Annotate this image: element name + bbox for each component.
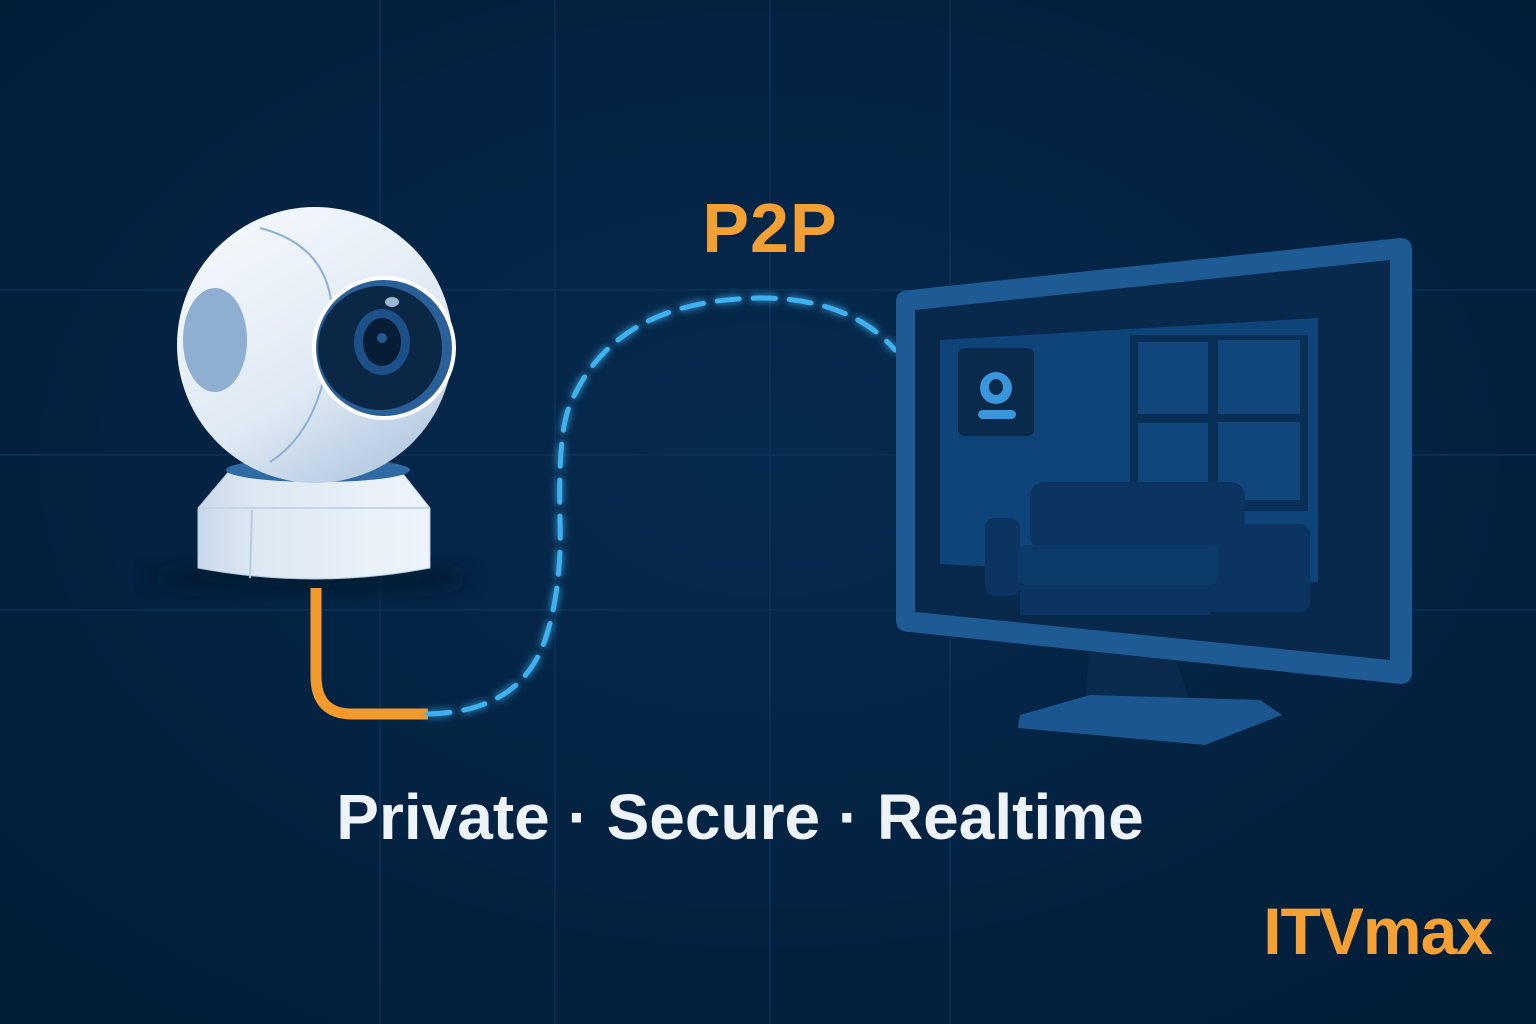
monitor-icon xyxy=(896,238,1412,745)
brand-logo: ITVmax xyxy=(1263,894,1493,968)
p2p-headline: P2P xyxy=(702,189,838,267)
tagline: Private · Secure · Realtime xyxy=(336,781,1144,853)
camera-cable xyxy=(310,588,428,720)
security-camera-icon xyxy=(150,207,470,594)
webcam-badge xyxy=(958,348,1034,436)
sofa-illustration xyxy=(985,482,1310,615)
p2p-connection-line xyxy=(425,295,898,717)
window-illustration xyxy=(1130,335,1308,511)
